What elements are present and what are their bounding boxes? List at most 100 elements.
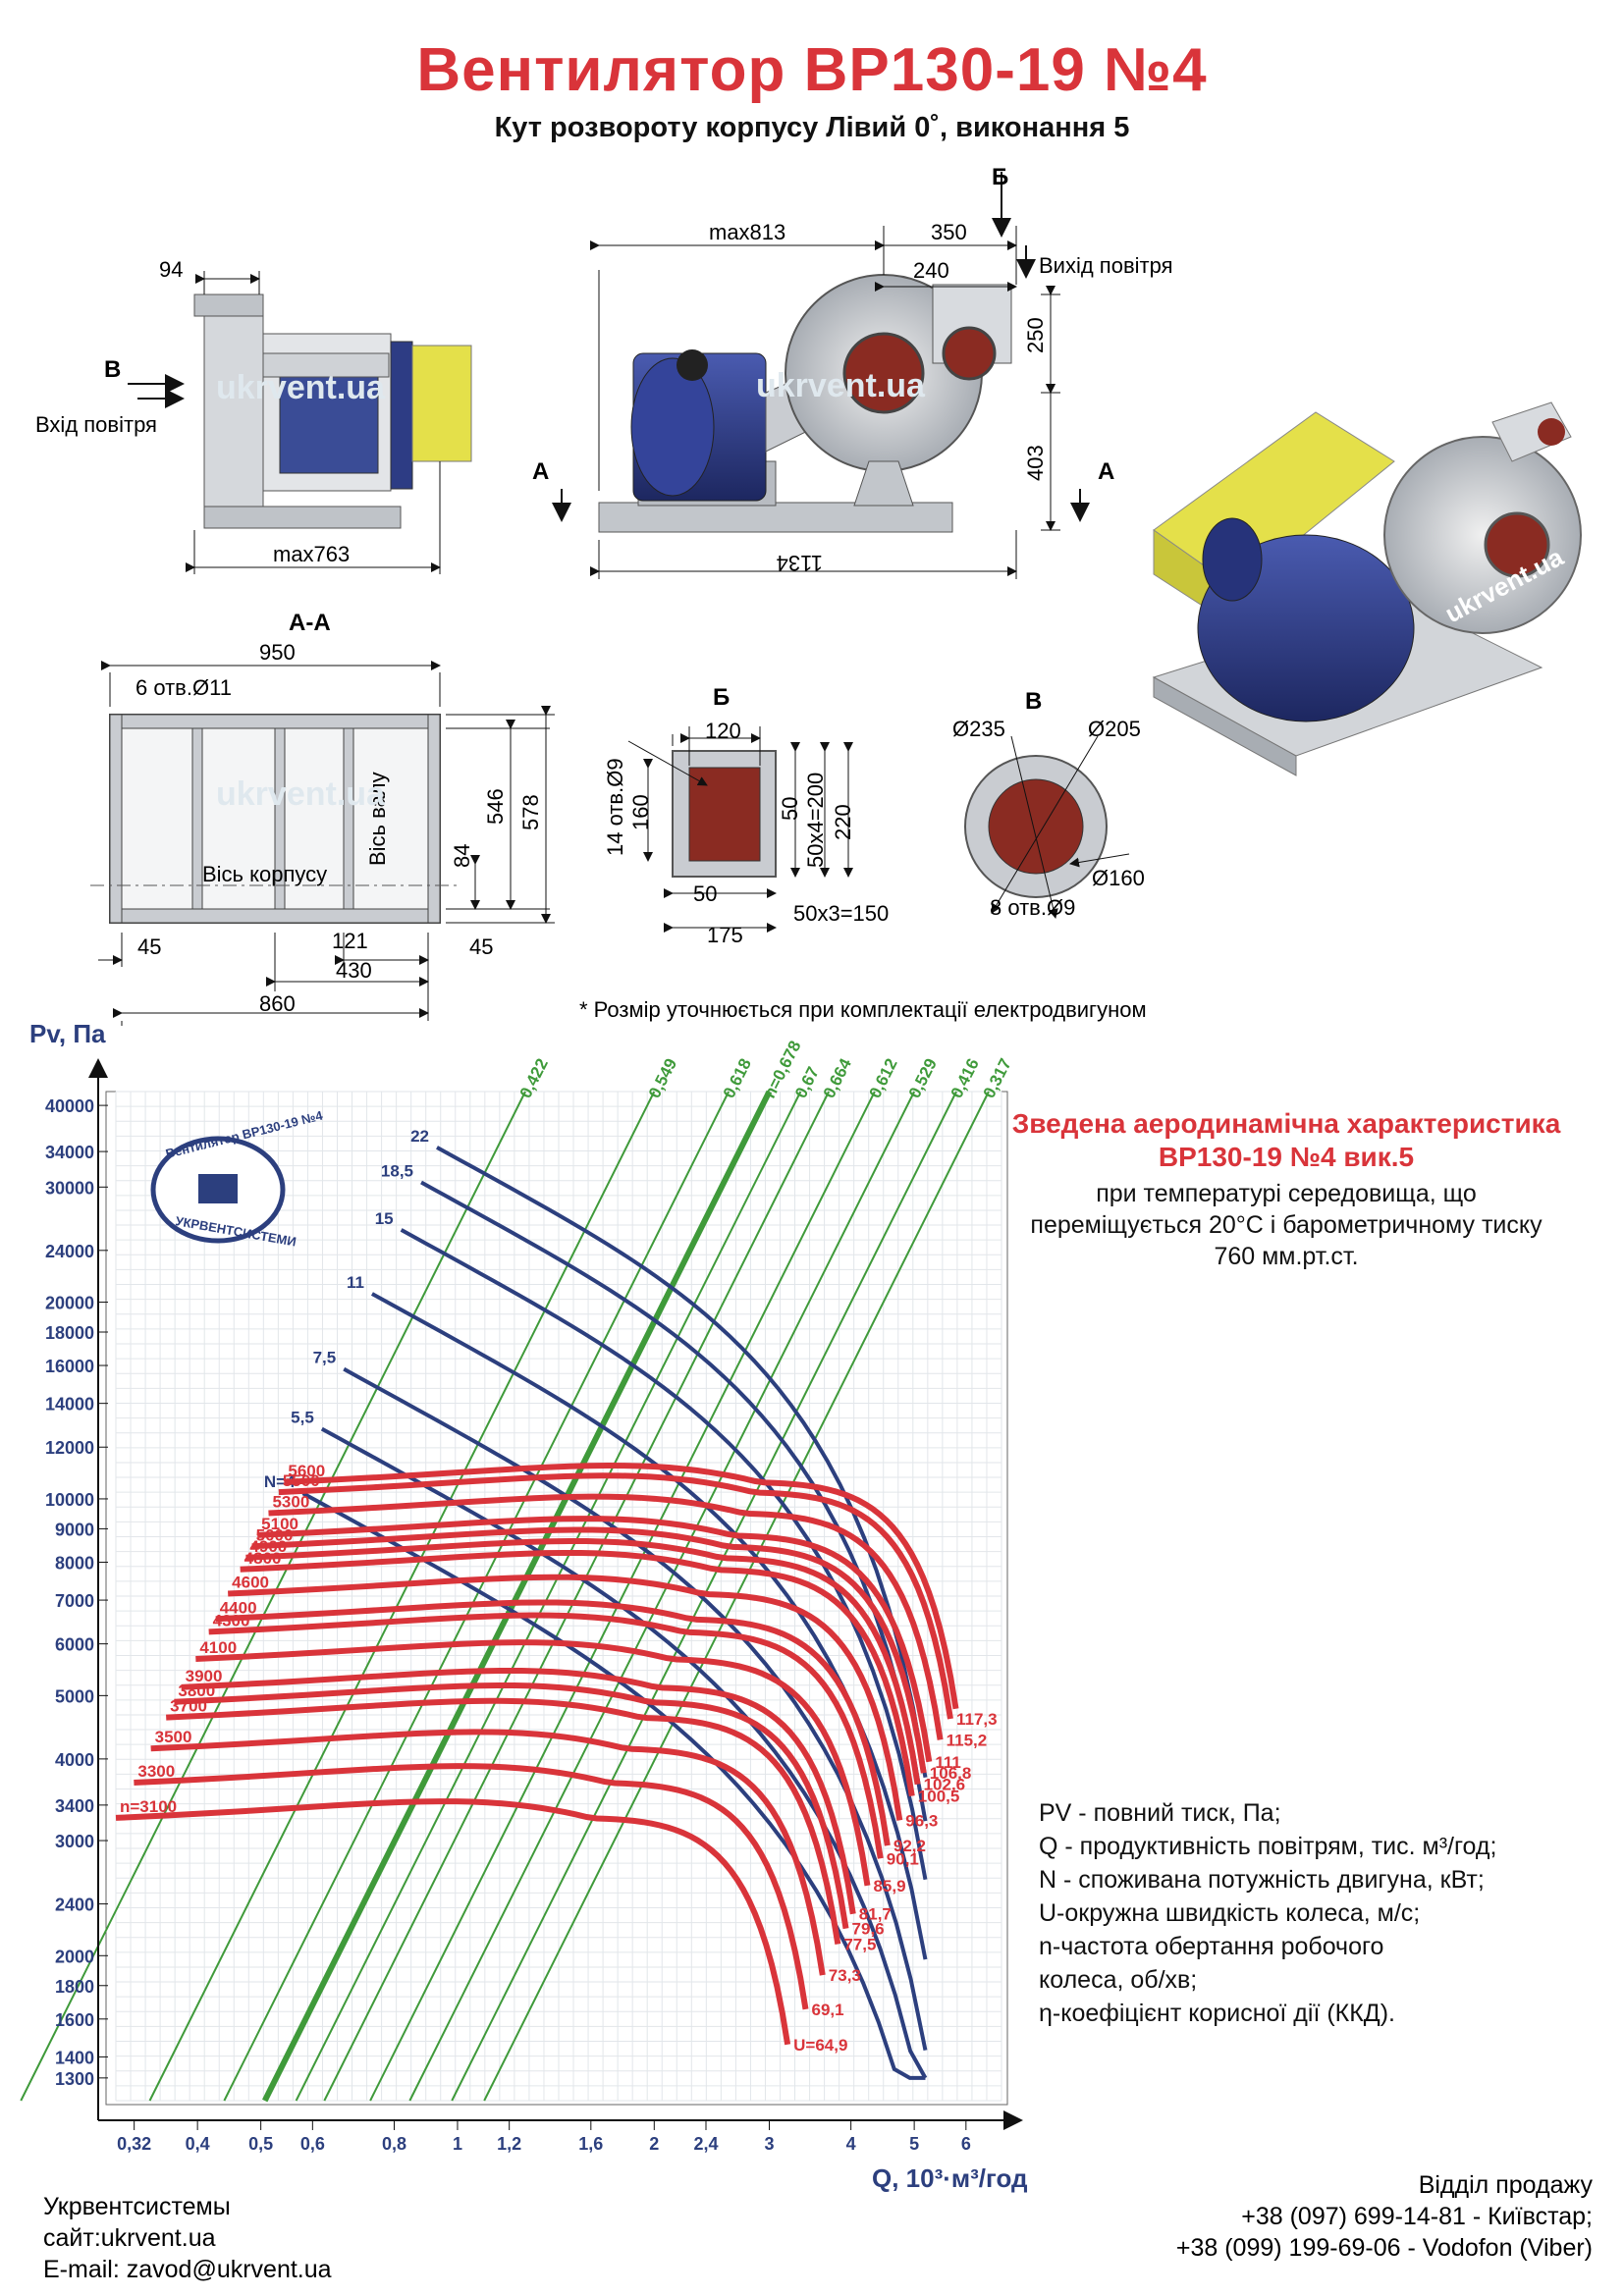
- speed-curves: n=3100U=64,9330069,1350073,3370077,53800…: [115, 1462, 998, 2055]
- legend-item: Q - продуктивність повітрям, тис. м³/год…: [1039, 1833, 1497, 1860]
- dim-220: 220: [831, 804, 855, 840]
- chart-subtitle: при температурі середовища, що переміщує…: [1030, 1180, 1543, 1270]
- y-tick-label: 30000: [45, 1178, 94, 1198]
- flange-b-drawing: [627, 726, 853, 933]
- y-tick-label: 1600: [55, 2010, 94, 2030]
- y-tick-label: 12000: [45, 1438, 94, 1458]
- dim-50x4: 50x4=200: [803, 773, 828, 868]
- efficiency-line: [262, 1090, 773, 2103]
- speed-curve: [251, 1526, 927, 1774]
- velocity-label: 85,9: [873, 1877, 905, 1896]
- holes-label-aa: 6 отв.Ø11: [135, 675, 232, 700]
- x-tick-label: 1,6: [578, 2134, 603, 2154]
- y-tick-label: 2400: [55, 1896, 94, 1915]
- y-tick-label: 20000: [45, 1294, 94, 1313]
- power-label: N=4: [264, 1472, 296, 1491]
- x-tick-label: 0,32: [117, 2134, 151, 2154]
- flange-v-drawing: [964, 735, 1130, 919]
- y-tick-label: 6000: [55, 1635, 94, 1655]
- dim-250: 250: [1023, 317, 1048, 353]
- inlet-label: Вхід повітря: [35, 412, 157, 437]
- velocity-label: 92,2: [893, 1837, 926, 1855]
- y-tick-label: 8000: [55, 1553, 94, 1573]
- speed-curve: [240, 1549, 915, 1797]
- y-tick-label: 1300: [55, 2069, 94, 2089]
- dim-1134: 1134: [777, 551, 823, 575]
- dim-max763: max763: [273, 542, 350, 566]
- velocity-label: 96,3: [905, 1811, 938, 1830]
- speed-curve: [208, 1612, 884, 1859]
- speed-label: 4100: [199, 1638, 237, 1657]
- efficiency-line: [323, 1091, 831, 2102]
- speed-label: 5600: [288, 1462, 325, 1480]
- x-tick-label: 0,5: [248, 2134, 273, 2154]
- dim-50-horiz: 50: [693, 881, 717, 906]
- power-label: 11: [347, 1273, 364, 1292]
- dim-45-left: 45: [137, 934, 161, 959]
- velocity-label: 111: [935, 1753, 961, 1772]
- y-tick-label: 40000: [45, 1096, 94, 1116]
- speed-label: 3500: [155, 1728, 192, 1746]
- footer-email: E-mail: zavod@ukrvent.ua: [43, 2256, 332, 2283]
- power-label: 5,5: [291, 1409, 314, 1427]
- dim-403: 403: [1023, 445, 1048, 481]
- power-curve: [370, 1292, 928, 1960]
- y-tick-label: 3000: [55, 1832, 94, 1851]
- x-tick-label: 5: [909, 2134, 919, 2154]
- y-tick-label: 3400: [55, 1796, 94, 1816]
- velocity-label: 117,3: [956, 1710, 998, 1729]
- legend-item: η-коефіцієнт корисної дії (ККД).: [1039, 2000, 1395, 2027]
- velocity-label: 69,1: [812, 2001, 844, 2019]
- y-tick-label: 1800: [55, 1977, 94, 1997]
- y-tick-label: 2000: [55, 1947, 94, 1966]
- y-tick-label: 18000: [45, 1323, 94, 1343]
- x-tick-label: 4: [846, 2134, 856, 2154]
- chart-frame: [105, 1091, 1008, 2106]
- y-tick-label: 5000: [55, 1686, 94, 1706]
- page-subtitle: Кут розвороту корпусу Лівий 0˚, виконанн…: [494, 112, 1130, 143]
- efficiency-line: [148, 1091, 656, 2102]
- dim-175: 175: [707, 923, 743, 947]
- velocity-label: 106,8: [930, 1764, 972, 1783]
- x-tick-label: 0,8: [382, 2134, 406, 2154]
- company-logo: [150, 1136, 286, 1244]
- y-tick-label: 14000: [45, 1395, 94, 1415]
- speed-label: n=3100: [120, 1797, 177, 1816]
- flange-b-holes: 14 отв.Ø9: [603, 758, 627, 856]
- page-title: Вентилятор ВР130-19 №4: [416, 36, 1208, 104]
- efficiency-line: [295, 1091, 802, 2102]
- flange-v-title: В: [1025, 688, 1042, 715]
- efficiency-label: 0,317: [980, 1055, 1015, 1101]
- dim-84: 84: [450, 844, 474, 868]
- y-axis-label: Pv, Па: [29, 1019, 106, 1048]
- section-a-left: А: [532, 458, 549, 485]
- dim-max813: max813: [709, 220, 785, 244]
- speed-curve: [268, 1493, 944, 1740]
- size-note: * Розмір уточнюється при комплектації ел…: [579, 997, 1147, 1022]
- dim-860: 860: [259, 991, 296, 1016]
- speed-label: 3900: [186, 1667, 223, 1685]
- section-a-right: А: [1098, 458, 1114, 485]
- legend-item: колеса, об/хв;: [1039, 1966, 1198, 1994]
- velocity-label: 90,1: [887, 1849, 919, 1868]
- watermark-section: ukrvent.ua: [216, 775, 386, 813]
- d160: Ø160: [1092, 866, 1145, 890]
- speed-curve: [166, 1697, 841, 1945]
- velocity-label: 77,5: [843, 1935, 876, 1953]
- y-tick-label: 4000: [55, 1750, 94, 1770]
- dim-120: 120: [705, 719, 741, 743]
- dim-50-vert: 50: [778, 797, 802, 821]
- y-ticks: 4000034000300002400020000180001600014000…: [45, 1096, 108, 2089]
- dim-94: 94: [159, 257, 183, 282]
- dim-350: 350: [931, 220, 967, 244]
- dim-50x3: 50x3=150: [793, 901, 889, 926]
- speed-curve: [174, 1682, 849, 1930]
- footer-site: сайт:ukrvent.ua: [43, 2224, 216, 2252]
- power-label: 22: [410, 1127, 429, 1146]
- watermark-front: ukrvent.ua: [756, 367, 926, 404]
- y-tick-label: 34000: [45, 1143, 94, 1162]
- velocity-label: 79,6: [852, 1920, 885, 1939]
